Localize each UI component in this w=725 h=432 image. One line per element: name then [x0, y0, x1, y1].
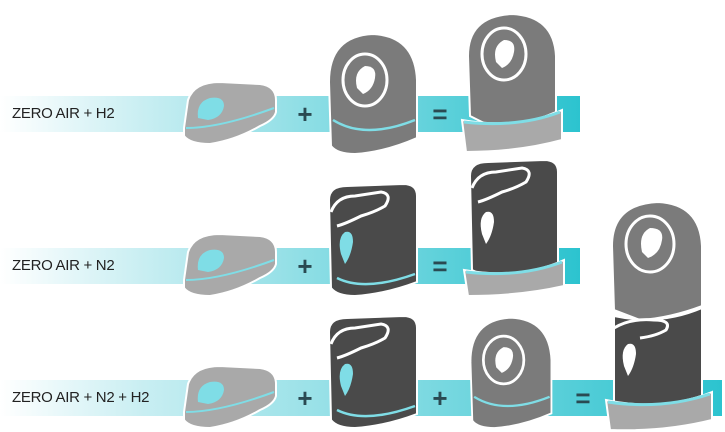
zero-air-base-unit [183, 232, 277, 298]
combined-zero-air-n2-unit [462, 158, 565, 298]
combined-zero-air-h2-unit [460, 12, 563, 154]
equals-operator: = [432, 99, 448, 129]
zero-air-base-unit [183, 364, 277, 430]
row-label: ZERO AIR + N2 + H2 [12, 389, 150, 406]
combined-zero-air-n2-h2-unit [604, 200, 713, 432]
row-label: ZERO AIR + H2 [12, 105, 115, 122]
nitrogen-module-unit [327, 182, 418, 298]
plus-operator: + [297, 251, 313, 281]
row-zero-air-h2: ZERO AIR + H2 + = [0, 12, 725, 160]
plus-operator: + [297, 99, 313, 129]
nitrogen-module-unit [327, 314, 418, 430]
equals-operator: = [575, 383, 591, 413]
row-zero-air-n2: ZERO AIR + N2 + = [0, 158, 725, 300]
row-label: ZERO AIR + N2 [12, 257, 115, 274]
row-zero-air-n2-h2: ZERO AIR + N2 + H2 + + = [0, 200, 725, 432]
plus-operator: + [297, 383, 313, 413]
hydrogen-module-unit [327, 32, 418, 156]
plus-operator: + [432, 383, 448, 413]
zero-air-base-unit [183, 80, 277, 146]
hydrogen-module-unit [469, 316, 553, 430]
equals-operator: = [432, 251, 448, 281]
